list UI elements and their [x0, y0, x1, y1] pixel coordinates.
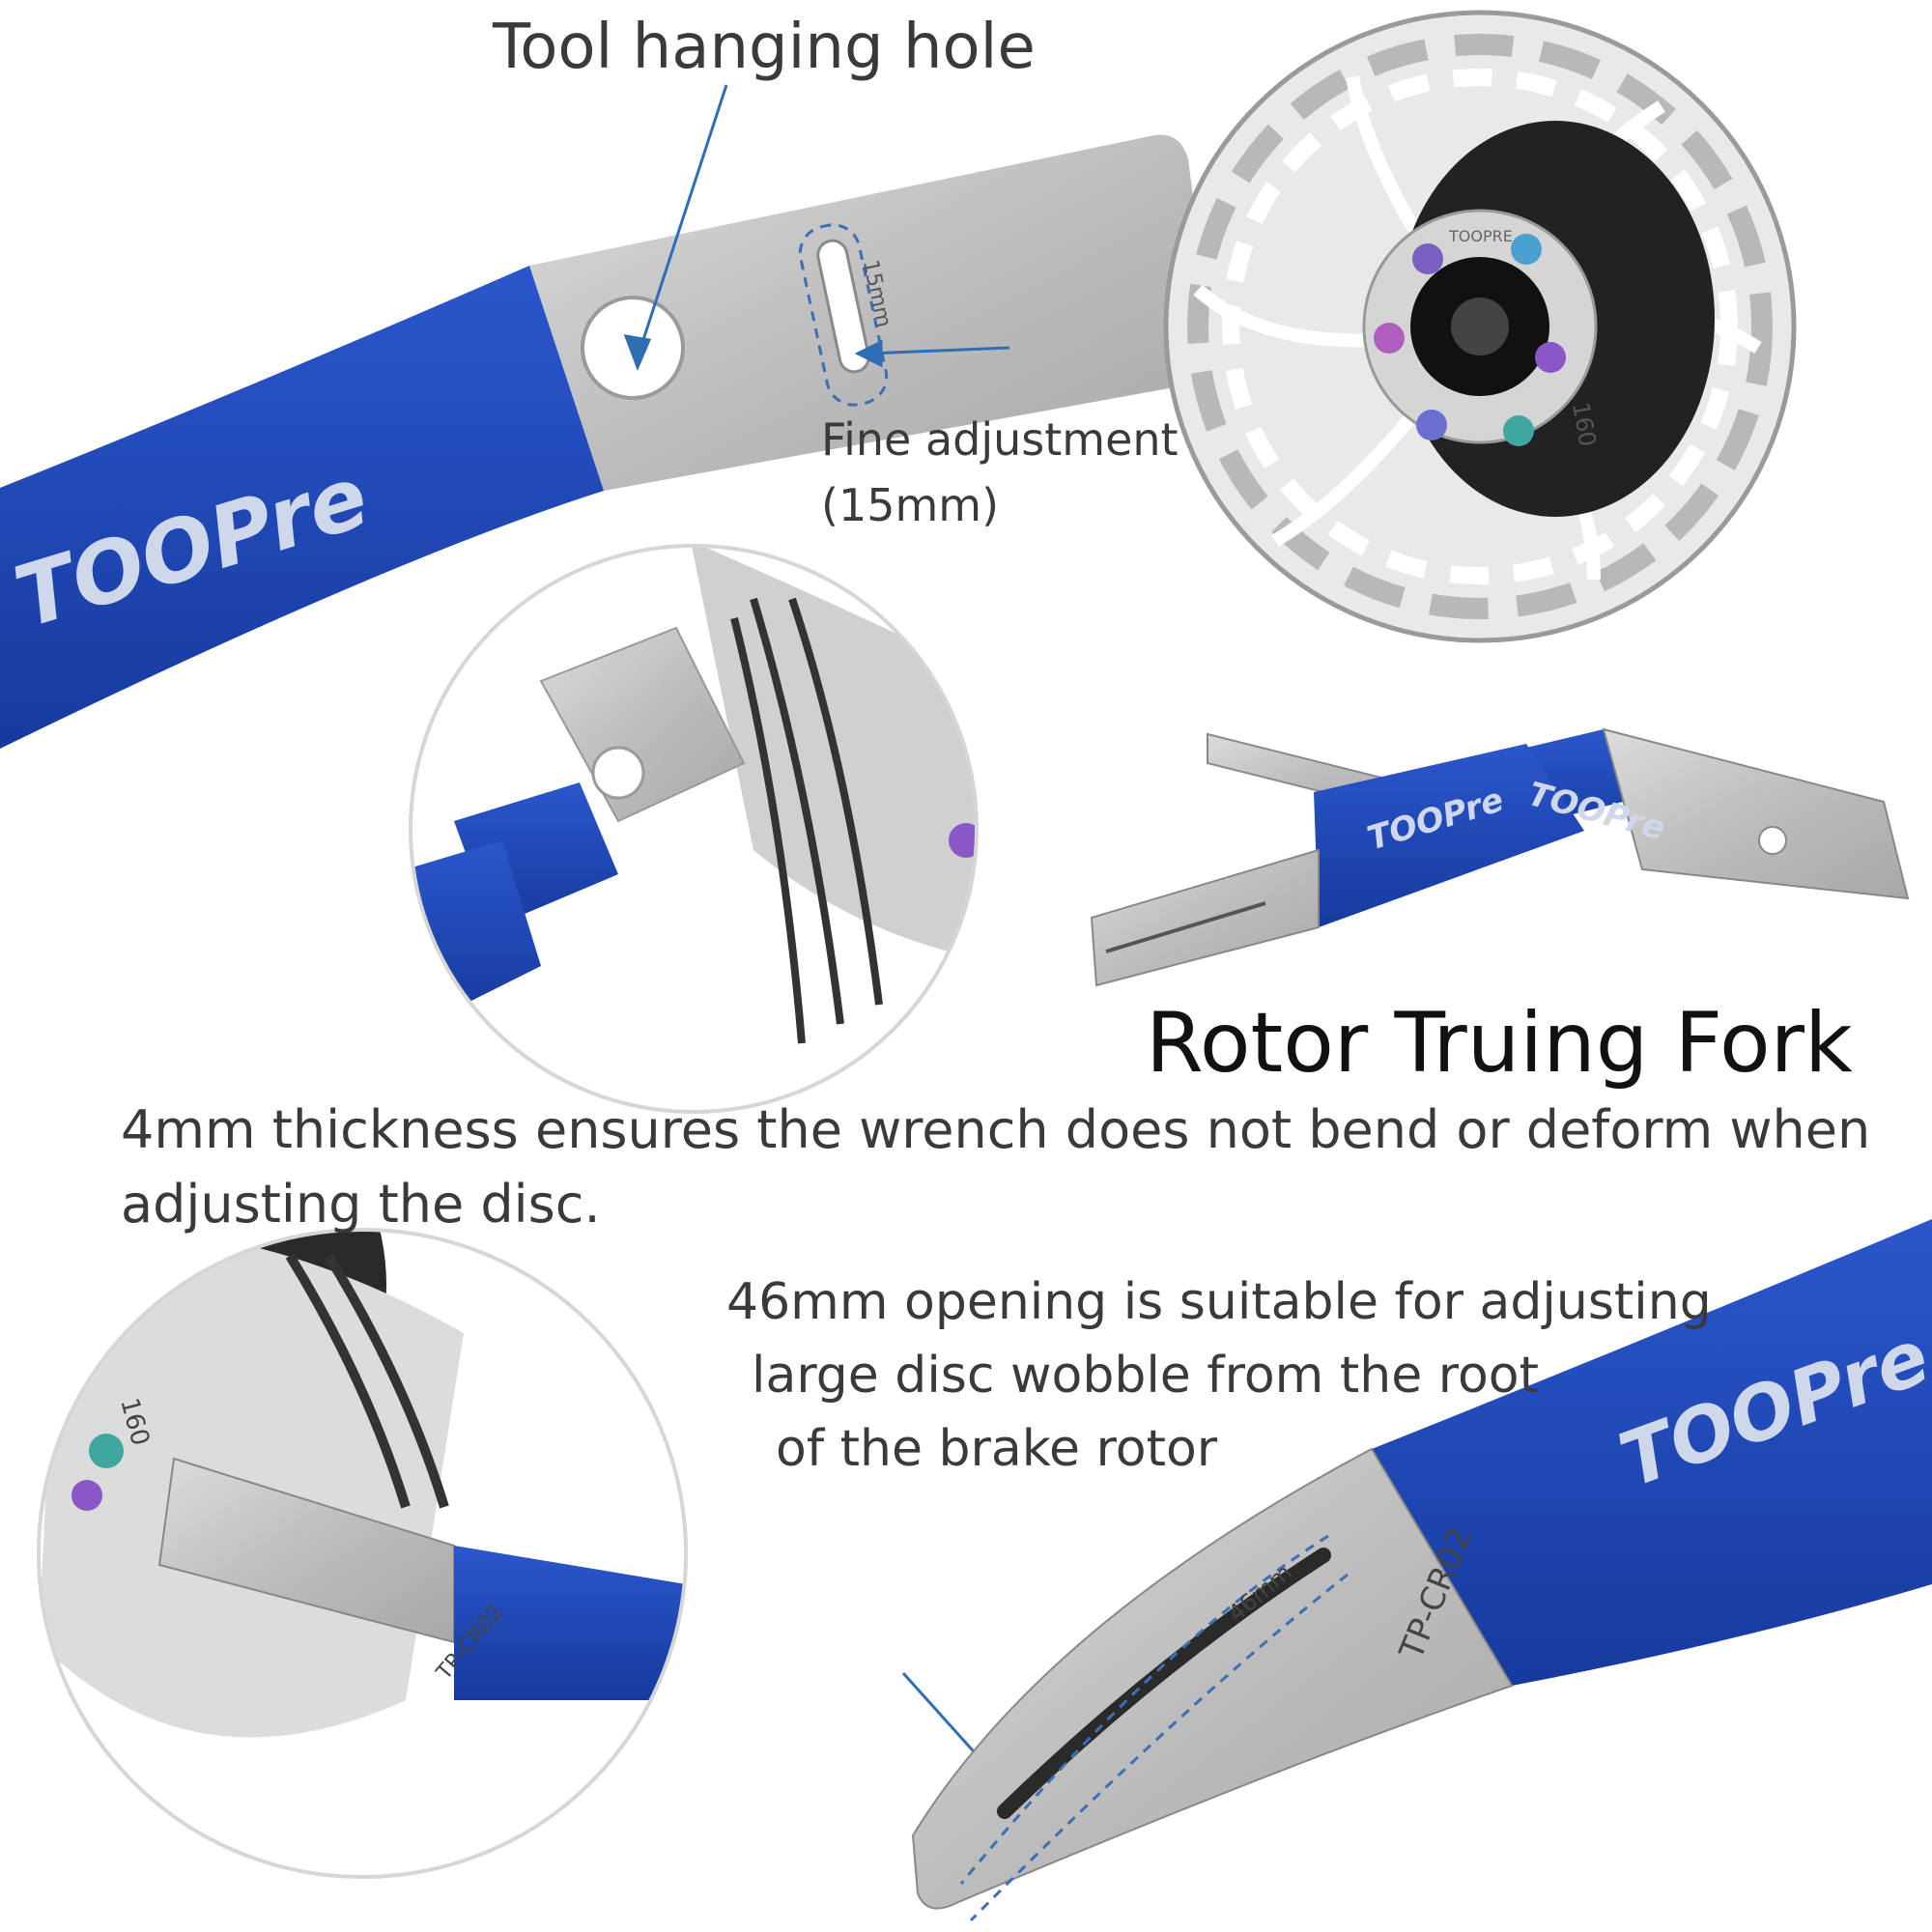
opening-description-line1: 46mm opening is suitable for adjusting — [726, 1273, 1712, 1331]
thickness-description-line2: adjusting the disc. — [121, 1174, 601, 1235]
steel-head — [529, 134, 1214, 492]
opening-description-line2: large disc wobble from the root — [752, 1347, 1539, 1405]
thickness-description-line1: 4mm thickness ensures the wrench does no… — [121, 1099, 1871, 1160]
fine-adjustment-size: (15mm) — [821, 479, 1000, 531]
opening-description-line3: of the brake rotor — [776, 1420, 1218, 1478]
fork-closeup-bottom: 46mm TP-CR02 TOOPre — [911, 1219, 1932, 1922]
blue-handle — [0, 266, 604, 749]
rotor-brand-engraving: TOOPRE — [1448, 227, 1513, 245]
tool-hanging-hole-label: Tool hanging hole — [493, 12, 1036, 83]
fine-adjustment-label: Fine adjustment — [821, 413, 1179, 466]
product-title: Rotor Truing Fork — [1146, 995, 1853, 1092]
brake-rotor: TOOPRE 160 — [1163, 10, 1797, 643]
crossed-forks: TOOPre TOOPre — [1090, 727, 1910, 987]
fine-slot — [816, 239, 870, 374]
detail-circle-mid — [409, 544, 979, 1114]
wrench-closeup-top: 15mm TOOPre — [0, 134, 1214, 749]
